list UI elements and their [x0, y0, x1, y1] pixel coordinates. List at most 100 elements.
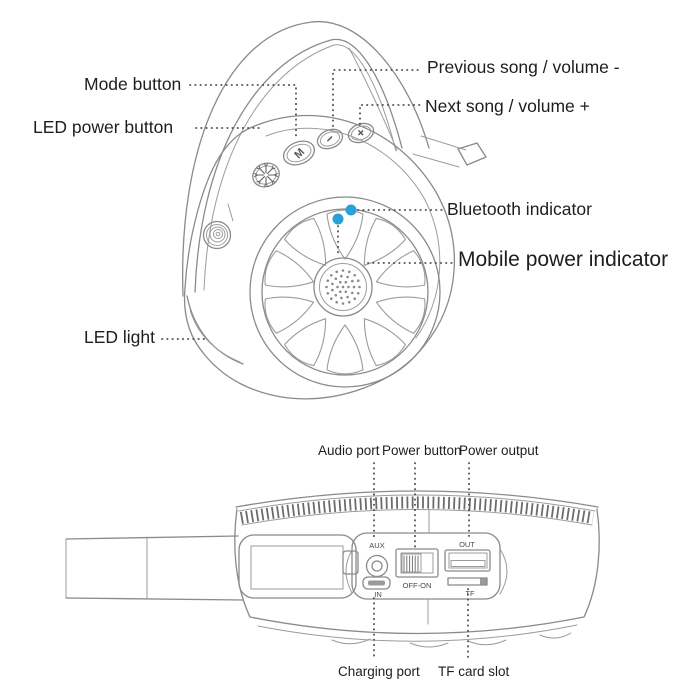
handle-end-cap-bottom [412, 153, 460, 168]
center-grille-inner-ring [319, 263, 367, 311]
foot-arc-1 [331, 638, 371, 645]
label-mobile-power-indicator: Mobile power indicator [458, 248, 669, 271]
carry-strap-bottom [65, 535, 244, 601]
label-bluetooth-indicator: Bluetooth indicator [447, 199, 592, 219]
bluetooth-indicator-dot [345, 204, 357, 216]
mode-button-face [286, 143, 312, 163]
off-on-text: OFF-ON [403, 581, 432, 590]
knob-ring-3 [209, 226, 226, 243]
led-power-snowflake-button [252, 162, 280, 188]
next-volume-plus-button: + [347, 122, 375, 144]
knob-ring-2 [206, 224, 228, 246]
band-top-edge [235, 490, 599, 508]
snowflake-button-rim [252, 162, 280, 188]
carry-handle [181, 21, 487, 297]
center-grille-ring [313, 257, 373, 317]
label-led-power-button: LED power button [33, 117, 174, 137]
power-switch [395, 548, 439, 578]
body-bottom-curve [249, 616, 585, 635]
mode-m-button: M [282, 140, 316, 166]
top-view-leaders [161, 69, 455, 340]
grille-dots [325, 269, 361, 305]
aux-text: AUX [369, 541, 384, 550]
label-next-song: Next song / volume + [425, 96, 590, 116]
switch-track [400, 552, 434, 574]
panel-outline [351, 532, 501, 600]
usb-outline [444, 549, 491, 572]
knob-stem [227, 203, 234, 222]
handle-end-tab [457, 142, 487, 166]
top-buttons: M − + [252, 122, 375, 188]
tf-slot-notch [480, 578, 487, 585]
tf-text: TF [465, 589, 475, 598]
led-light-edge-1 [186, 295, 244, 365]
foot-arc-4 [539, 632, 572, 639]
band-bottom-edge [241, 509, 593, 526]
switch-knob [401, 553, 422, 573]
strap-recess [238, 534, 357, 599]
minus-button-rim [316, 128, 344, 150]
aux-jack-inner [371, 560, 383, 572]
knob-ring-1 [202, 220, 232, 250]
leader-next-song [359, 104, 421, 125]
strap-bottom-line [65, 597, 244, 601]
aux-jack-outer [365, 554, 389, 578]
mobile-power-indicator-dot [332, 213, 344, 225]
switch-knob-hatch [403, 555, 419, 572]
led-light-edge-2 [189, 309, 241, 363]
leader-previous-song [332, 69, 422, 127]
panel-right-bulge [499, 548, 508, 595]
band-top-inner [238, 494, 596, 512]
face-outer-ring [249, 196, 441, 388]
body-left-edge [234, 508, 251, 618]
plus-button-rim [347, 122, 375, 144]
grille-band [235, 490, 599, 526]
handle-inner-edge [194, 38, 403, 293]
label-power-button: Power button [382, 443, 462, 458]
label-mode-button: Mode button [84, 74, 182, 94]
hinge-tab [342, 550, 359, 575]
port-panel: AUX IN OFF-ON OUT [342, 532, 508, 600]
label-led-light: LED light [84, 327, 156, 347]
previous-volume-minus-button: − [316, 128, 344, 150]
tf-slot-outline [447, 577, 488, 586]
handle-seam [348, 47, 398, 151]
snowflake-button-face [255, 165, 277, 185]
handle-outer-edge [181, 21, 430, 297]
usb-tongue [450, 560, 486, 567]
minus-button-face [319, 131, 341, 147]
speaker-body-outline [183, 114, 456, 400]
speaker-face [249, 196, 441, 388]
device-feet [331, 632, 572, 648]
label-tf-card-slot: TF card slot [438, 664, 510, 679]
leader-mode-button [189, 84, 297, 139]
charging-port-micro-usb [362, 576, 391, 590]
recess-outer [238, 534, 357, 599]
bottom-body [234, 508, 600, 648]
body-right-edge [583, 508, 600, 618]
snowflake-icon [254, 163, 278, 187]
aux-jack [365, 554, 389, 578]
in-text: IN [374, 590, 382, 599]
strap-top-line [65, 535, 239, 540]
panel-left-bulge [345, 549, 353, 594]
body-bottom-rim [257, 624, 578, 642]
handle-knob [202, 203, 234, 250]
plus-button-face [350, 125, 372, 141]
petal-wheel [264, 209, 426, 375]
usb-out-port [444, 549, 491, 572]
minus-button-glyph: − [322, 130, 338, 146]
bottom-view-leaders [373, 462, 470, 661]
label-charging-port: Charging port [338, 664, 420, 679]
switch-outline [395, 548, 439, 578]
tf-card-slot [447, 577, 488, 586]
micro-usb-outline [362, 576, 391, 590]
recess-inner [250, 545, 344, 590]
band-ribs [239, 496, 595, 524]
face-inner-ring [261, 208, 429, 376]
foot-arc-2 [409, 642, 449, 648]
handle-inner-edge-2 [203, 44, 397, 291]
foot-arc-3 [467, 639, 507, 646]
